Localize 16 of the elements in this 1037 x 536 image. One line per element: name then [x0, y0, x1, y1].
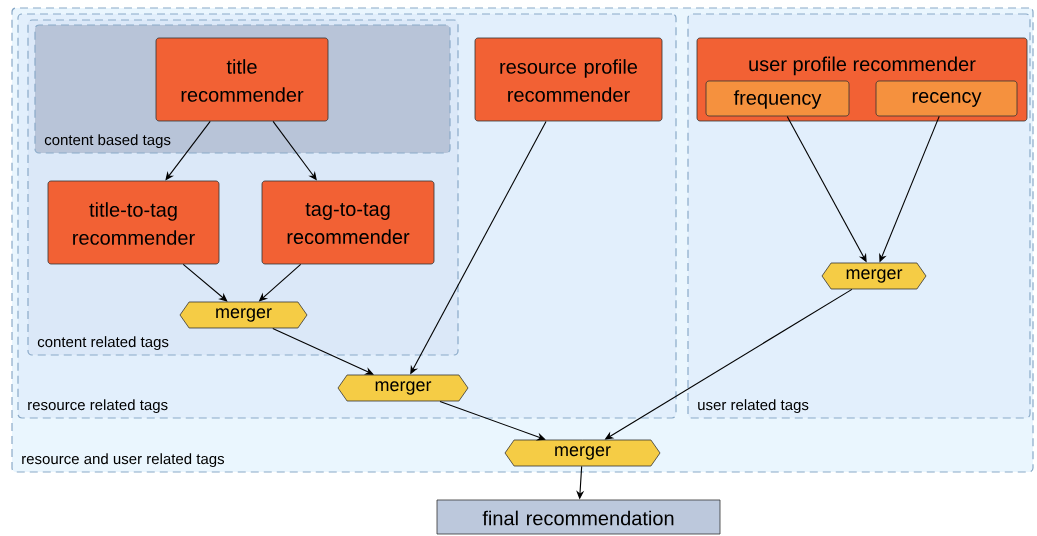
arrow — [272, 120, 317, 181]
process-box: title-to-tag recommender — [47, 180, 220, 265]
arrow — [165, 120, 211, 181]
arrow — [272, 327, 374, 375]
merger-hexagon: merger — [337, 374, 469, 402]
arrow — [182, 263, 228, 302]
process-box: resource profile recommender — [474, 37, 663, 122]
process-box: recency — [875, 80, 1018, 117]
arrow — [439, 400, 546, 441]
process-box: title recommender — [155, 37, 329, 122]
process-box: frequency — [705, 80, 850, 117]
merger-hexagon: merger — [504, 439, 661, 467]
process-box: tag-to-tag recommender — [261, 180, 435, 265]
output-box: final recommendation — [436, 499, 721, 535]
merger-hexagon: merger — [179, 301, 308, 329]
merger-hexagon: merger — [821, 262, 927, 290]
